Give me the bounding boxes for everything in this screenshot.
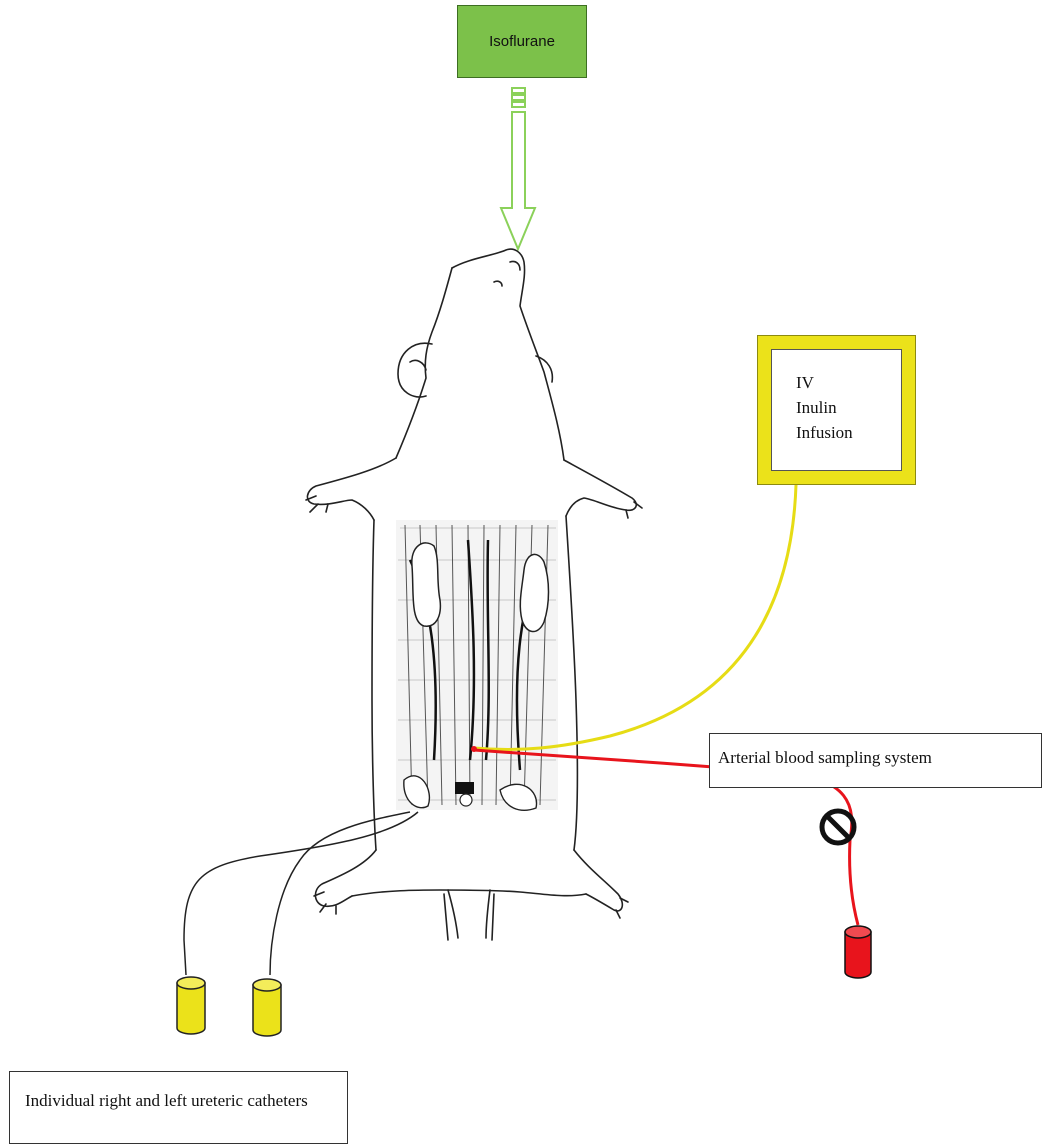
isoflurane-flow-arrow [501, 88, 535, 249]
arterial-sampling-label: Arterial blood sampling system [709, 733, 1042, 788]
iv-line-1: IV [796, 370, 901, 395]
ureteric-catheters-label: Individual right and left ureteric cathe… [9, 1071, 348, 1144]
stopcock-valve-icon [822, 811, 854, 843]
left-ureteric-vial-icon [177, 977, 205, 1034]
iv-line-3: Infusion [796, 420, 901, 445]
iv-line-2: Inulin [796, 395, 901, 420]
isoflurane-box: Isoflurane [457, 5, 587, 78]
left-ureteric-catheter [184, 812, 418, 975]
iv-infusion-inner: IV Inulin Infusion [771, 349, 902, 471]
isoflurane-label: Isoflurane [489, 33, 555, 50]
right-ureteric-vial-icon [253, 979, 281, 1036]
iv-infusion-box: IV Inulin Infusion [757, 335, 916, 485]
right-ureteric-catheter [270, 812, 410, 975]
arterial-sample-vial-icon [845, 926, 871, 978]
